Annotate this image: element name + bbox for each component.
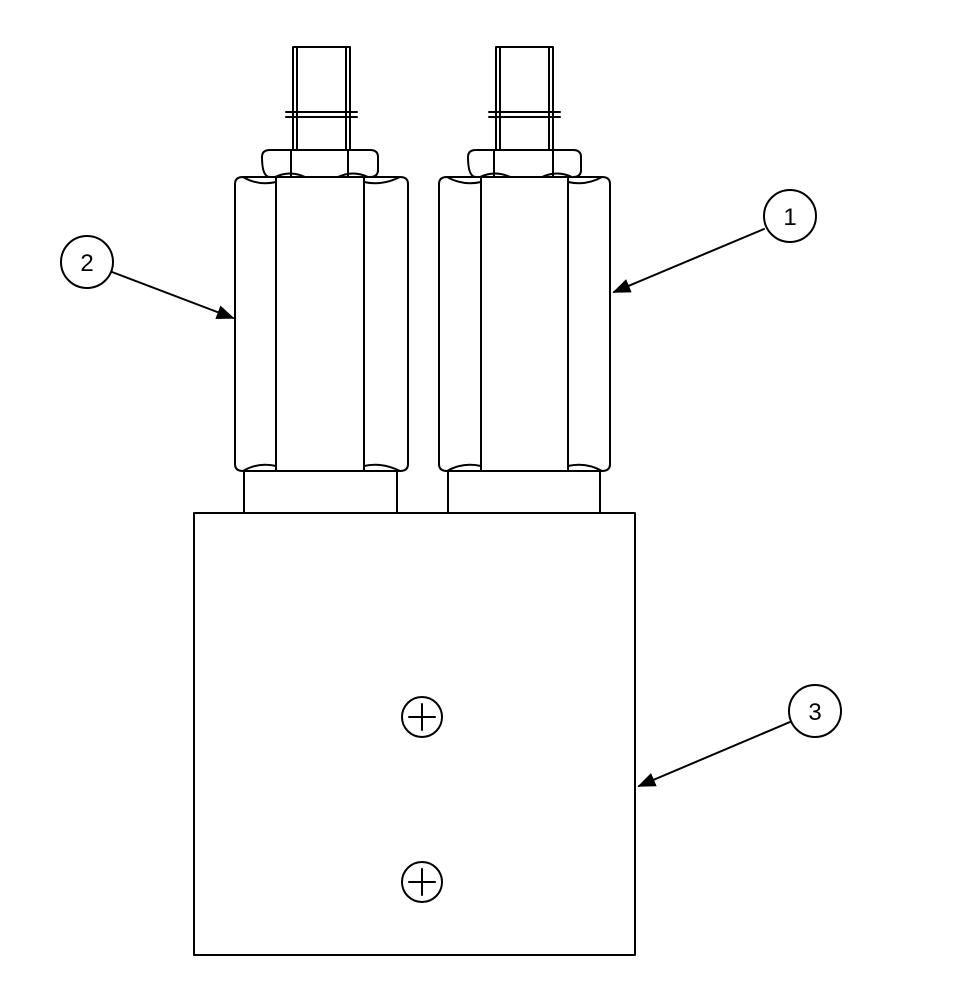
mounting-hole-lower <box>401 861 443 903</box>
right-stem <box>488 46 561 151</box>
right-cartridge <box>438 46 611 514</box>
left-stem <box>285 46 358 151</box>
left-nut <box>261 149 379 178</box>
right-nut <box>467 149 582 178</box>
callout-1-leader <box>612 228 765 293</box>
left-cartridge <box>234 46 409 514</box>
manifold-block <box>193 512 636 956</box>
callout-2-leader <box>111 271 235 319</box>
callout-1-label: 1 <box>783 204 796 231</box>
right-hex-body <box>438 176 611 472</box>
left-neck <box>243 470 398 514</box>
right-neck <box>447 470 601 514</box>
callout-3: 3 <box>637 684 842 787</box>
left-hex-body <box>234 176 409 472</box>
mounting-hole-upper <box>401 696 443 738</box>
callout-2: 2 <box>60 235 235 319</box>
callout-2-label: 2 <box>80 250 93 277</box>
callout-1: 1 <box>612 189 817 293</box>
callout-3-leader <box>637 721 791 787</box>
callout-3-label: 3 <box>808 699 821 726</box>
